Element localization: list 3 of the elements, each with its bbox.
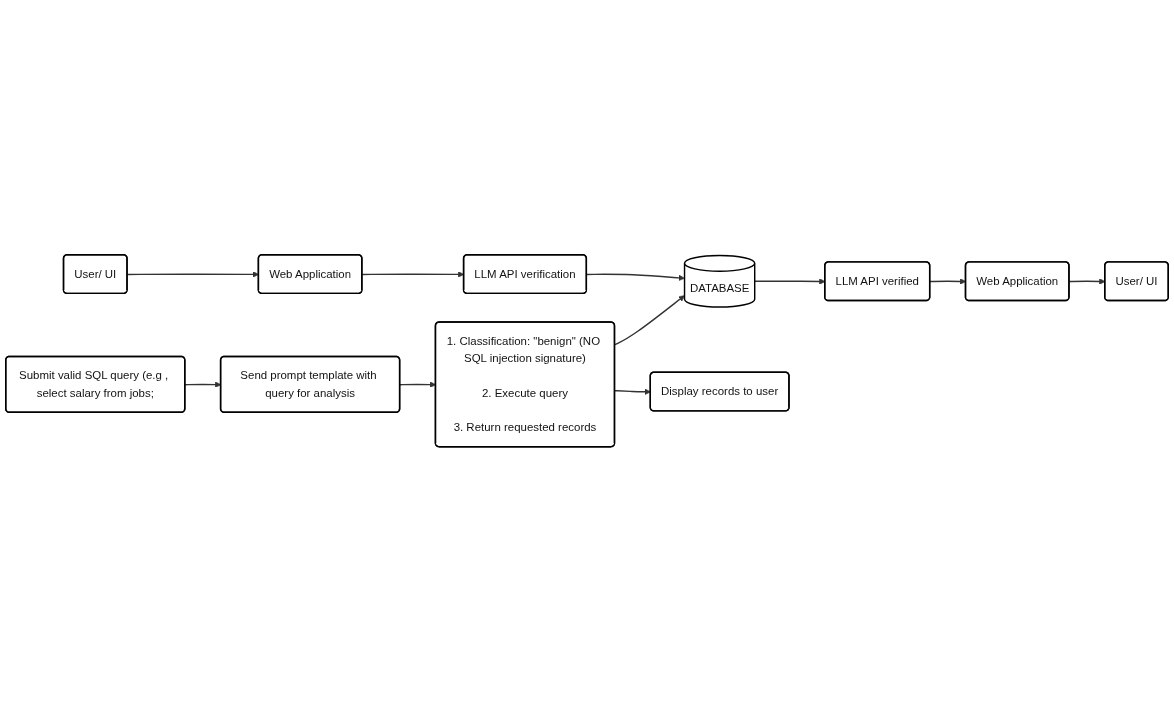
arrow — [586, 273, 685, 282]
arrow — [614, 388, 651, 396]
arrow — [614, 295, 685, 346]
